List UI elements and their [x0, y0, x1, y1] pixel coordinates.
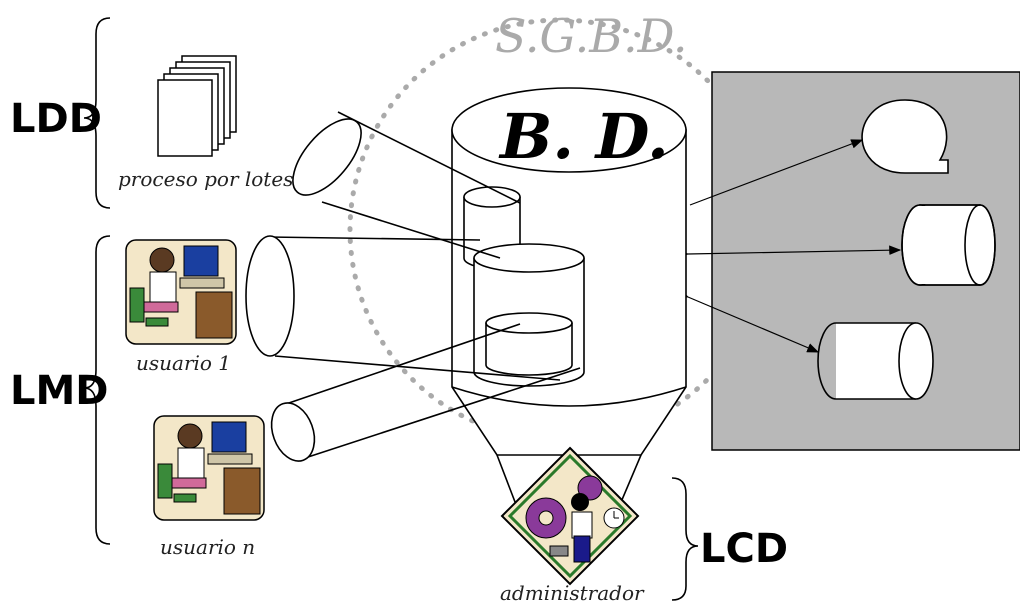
lmd-label: LMD [10, 368, 109, 414]
administrator-gears-icon [502, 448, 638, 584]
lcd-brace [672, 478, 698, 600]
documents-icon [158, 56, 236, 156]
user-at-computer-icon [154, 416, 264, 520]
cylinder-storage-icon [902, 205, 995, 285]
sgbd-title: S.G.B.D. [495, 9, 688, 63]
admin-label: administrador [500, 581, 645, 604]
lcd-label: LCD [700, 526, 788, 572]
ldd-label: LDD [10, 96, 102, 142]
database-label: B. D. [498, 100, 669, 173]
usern-label: usuario n [160, 535, 255, 559]
batch-label: proceso por lotes [118, 167, 293, 191]
user1-label: usuario 1 [136, 351, 231, 375]
user-at-computer-icon [126, 240, 236, 344]
users-inner-cylinder [474, 244, 584, 386]
disk-storage-icon [862, 100, 948, 173]
